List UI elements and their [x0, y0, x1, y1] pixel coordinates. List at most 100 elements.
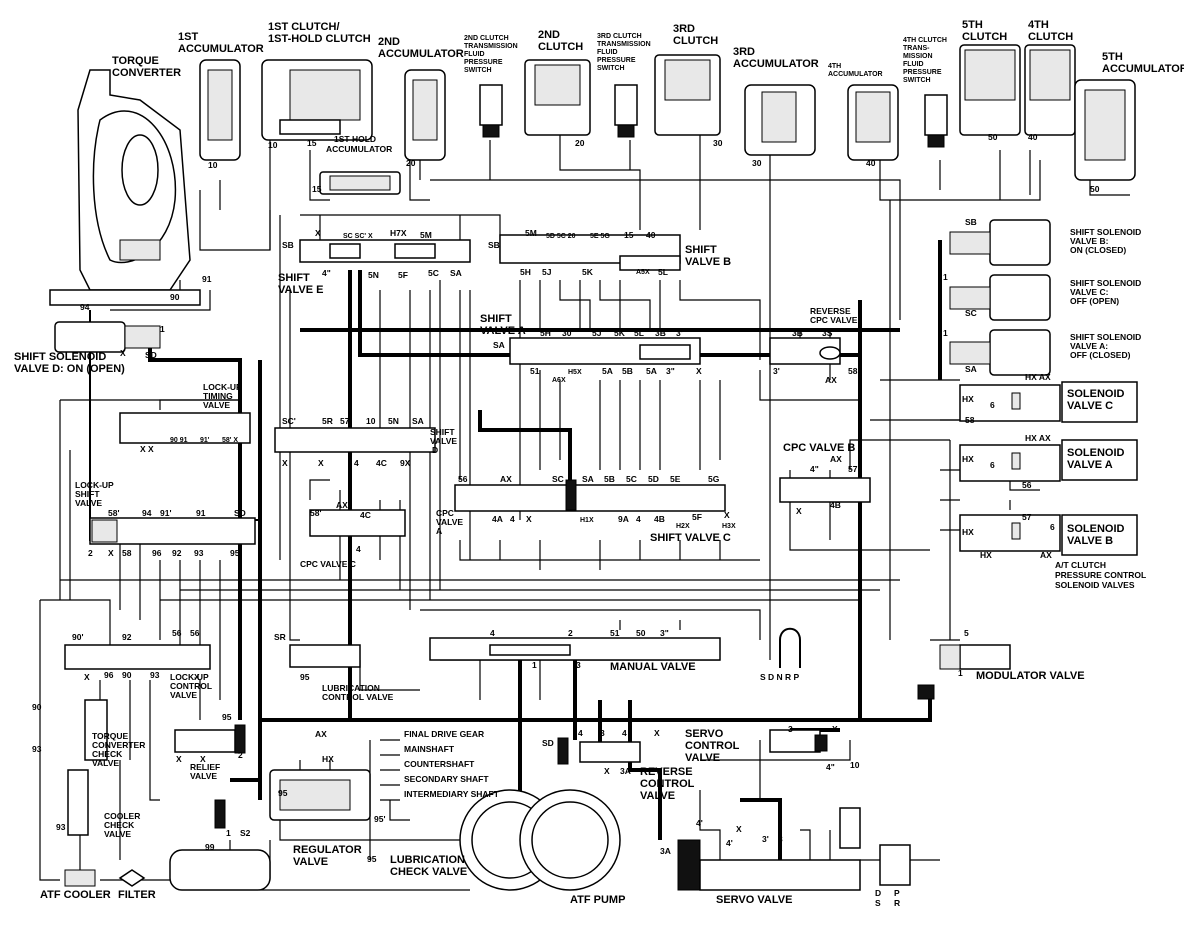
label-2nd-switch-5: SWITCH [464, 67, 492, 74]
port: 20 [575, 138, 585, 148]
label-servo-valve: SERVO VALVE [716, 894, 792, 906]
manual-valve-body [429, 627, 801, 668]
port: 4 [490, 628, 495, 638]
accumulator-5th [1074, 79, 1136, 181]
port: 5L [634, 328, 644, 338]
port: 93 [194, 548, 204, 558]
port: 5 [964, 628, 969, 638]
port: 4" [322, 268, 331, 278]
shift-solenoid-a [949, 329, 1051, 376]
label-svb-1: SHIFT [685, 244, 717, 256]
port: 95 [278, 788, 288, 798]
port: AX [500, 474, 512, 484]
label-lut-1: LOCK-UP [203, 382, 242, 392]
label-lut-2: TIMING [203, 391, 233, 401]
label-5th-clutch-2: CLUTCH [962, 31, 1007, 43]
port: 9A [618, 514, 629, 524]
port: 3A [620, 766, 631, 776]
port-labels: 10 10 15 15 20 20 30 30 40 40 50 50 90 9… [32, 132, 1100, 864]
label-lcv-2: CONTROL VALVE [322, 692, 394, 702]
label-atcpc-2: PRESSURE CONTROL [1055, 570, 1146, 580]
solenoid-valve-c-box [959, 381, 1138, 423]
label-4th-clutch-2: CLUTCH [1028, 31, 1073, 43]
port: 91 [202, 274, 212, 284]
port: 4' [696, 818, 703, 828]
port: 3S [822, 328, 833, 338]
label-4th-acc-2: ACCUMULATOR [828, 71, 883, 78]
label-sv-c-2: VALVE C [1067, 400, 1113, 412]
port: 2 [238, 750, 243, 760]
label-sva-2: VALVE A [480, 325, 526, 337]
port: HX [962, 454, 974, 464]
port: 3 [788, 724, 793, 734]
label-4th-acc-1: 4TH [828, 63, 841, 70]
label-cpca-3: A [436, 526, 442, 536]
label-rcpc-2: CPC VALVE [810, 315, 858, 325]
port: 56 [458, 474, 468, 484]
port: 10 [366, 416, 376, 426]
label-2nd-clutch-1: 2ND [538, 29, 560, 41]
port: 56 [172, 628, 182, 638]
reverse-control-valve-body [557, 737, 641, 765]
clutch-2nd [524, 59, 591, 136]
port: 5N [388, 416, 399, 426]
port: 30 [713, 138, 723, 148]
label-luc-3: VALVE [170, 690, 197, 700]
port: 3B [655, 328, 666, 338]
servo-valve-body [677, 807, 911, 891]
port: 5J [542, 267, 552, 277]
port: 58' [108, 508, 119, 518]
port: 5D 5C 20 [546, 233, 576, 240]
label-2nd-switch-2: TRANSMISSION [464, 43, 518, 50]
port: 96 [104, 670, 114, 680]
label-luc-2: CONTROL [170, 681, 212, 691]
port: SD [234, 508, 246, 518]
port: HX [962, 394, 974, 404]
port: H7X [390, 228, 407, 238]
port: SC [965, 308, 977, 318]
label-3rd-clutch-2: CLUTCH [673, 35, 718, 47]
port: 58 [122, 548, 132, 558]
port: 91' [200, 437, 210, 444]
port: X [318, 458, 324, 468]
port: SA [965, 364, 977, 374]
servo-control-valve-body [769, 729, 828, 753]
label-3rd-switch-3: FLUID [597, 49, 618, 56]
port: SA [582, 474, 594, 484]
check-valve-small [917, 684, 935, 700]
port: 5B [622, 366, 633, 376]
port: 5C [428, 268, 439, 278]
label-1st-clutch-1: 1ST CLUTCH/ [268, 21, 340, 33]
label-1st-hold-acc-2: ACCUMULATOR [326, 144, 392, 154]
relief-valve-body [174, 724, 246, 754]
switch-4th [924, 94, 948, 148]
label-ccv-3: VALVE [104, 829, 131, 839]
port: 40 [866, 158, 876, 168]
label-shaft-2: MAINSHAFT [404, 744, 455, 754]
port: 92 [172, 548, 182, 558]
label-lut-3: VALVE [203, 400, 230, 410]
port: X [654, 728, 660, 738]
port: 95 [300, 672, 310, 682]
label-sv-c-1: SOLENOID [1067, 388, 1125, 400]
port: 30 [752, 158, 762, 168]
main-pressure-lines [148, 240, 942, 870]
lock-up-control-valve-body [64, 644, 211, 670]
port: 4 [510, 514, 515, 524]
port: 3" [660, 628, 669, 638]
label-shaft-5: INTERMEDIARY SHAFT [404, 789, 500, 799]
label-sva-1: SHIFT [480, 313, 512, 325]
port: 93 [32, 744, 42, 754]
label-sol-a-3: OFF (CLOSED) [1070, 350, 1131, 360]
port: AX [825, 375, 837, 385]
modulator-valve-body [939, 644, 1011, 670]
port: 1 [943, 328, 948, 338]
port: 58' [310, 508, 321, 518]
cpc-valve-b-body [779, 477, 871, 503]
port: 93 [150, 670, 160, 680]
port: X [200, 754, 206, 764]
port: 5C [626, 474, 637, 484]
label-3rd-switch-1: 3RD CLUTCH [597, 33, 642, 40]
atf-pump-body [459, 789, 621, 891]
